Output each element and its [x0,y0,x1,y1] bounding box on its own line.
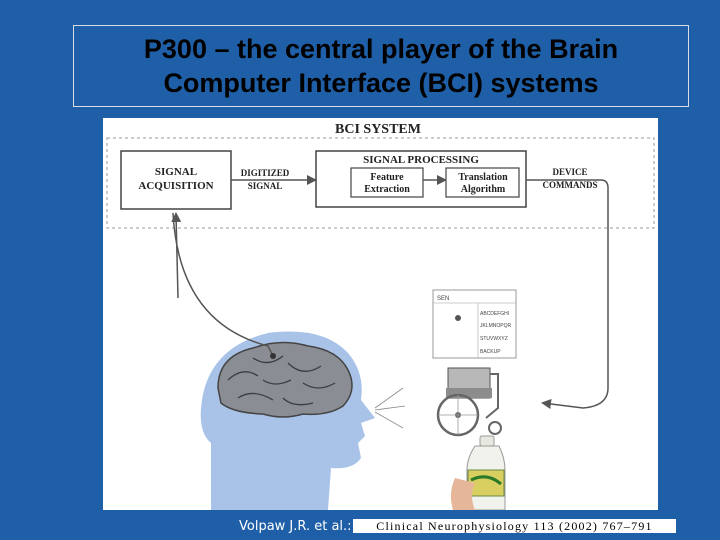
translation-algorithm-box [445,167,520,198]
translation-algorithm-line-1: Translation [458,172,508,183]
title-line-2: Computer Interface (BCI) systems [163,68,599,98]
title-line-1: P300 – the central player of the Brain [143,34,619,64]
wheelchair-icon [436,367,502,437]
arrow-to-devices [526,179,609,409]
feature-extraction-line-2: Extraction [364,184,410,195]
brain-icon [217,341,353,418]
speller-screen [432,289,517,359]
bci-system-label: BCI SYSTEM [335,122,421,137]
signal-acquisition-line-1: SIGNAL [155,166,197,178]
citation-author: Volpaw J.R. et al.: [239,519,352,534]
arrow-brain-to-acquisition [171,212,182,299]
screen-row-4: BACKUP [480,349,501,355]
electrode-wire [172,212,274,357]
screen-row-2: JKLMNOPQR [480,323,512,329]
electrode-dot [270,353,276,359]
translation-algorithm-line-2: Algorithm [461,184,506,195]
bci-diagram: BCI SYSTEM SIGNAL ACQUISITION DIGITIZED … [103,118,658,510]
citation-journal: Clinical Neurophysiology 113 (2002) 767–… [353,519,676,533]
signal-processing-label: SIGNAL PROCESSING [363,154,479,166]
screen-header: SEN [437,296,449,302]
bci-diagram-canvas: BCI SYSTEM SIGNAL ACQUISITION DIGITIZED … [106,122,655,510]
digitized-signal-line-1: DIGITIZED [241,168,290,178]
digitized-signal-line-2: SIGNAL [248,181,283,191]
slide-title: P300 – the central player of the Brain C… [144,32,618,100]
gaze-line-3 [374,411,404,429]
signal-acquisition-box [120,150,232,210]
device-commands-line-1: DEVICE [552,167,587,177]
feature-extraction-box [350,167,424,198]
gaze-line-1 [374,387,404,409]
device-commands-line-2: COMMANDS [543,180,598,190]
signal-acquisition-line-2: ACQUISITION [138,180,213,192]
screen-row-3: STUVWXYZ [480,336,508,342]
hand-icon [450,478,475,510]
title-box: P300 – the central player of the Brain C… [73,25,689,107]
screen-cursor [455,315,461,321]
brain-folds [227,355,336,406]
screen-row-1: ABCDEFGHI [480,311,509,317]
gaze-line-2 [374,405,406,411]
feature-extraction-line-1: Feature [370,172,404,183]
bottle-icon [466,435,506,510]
